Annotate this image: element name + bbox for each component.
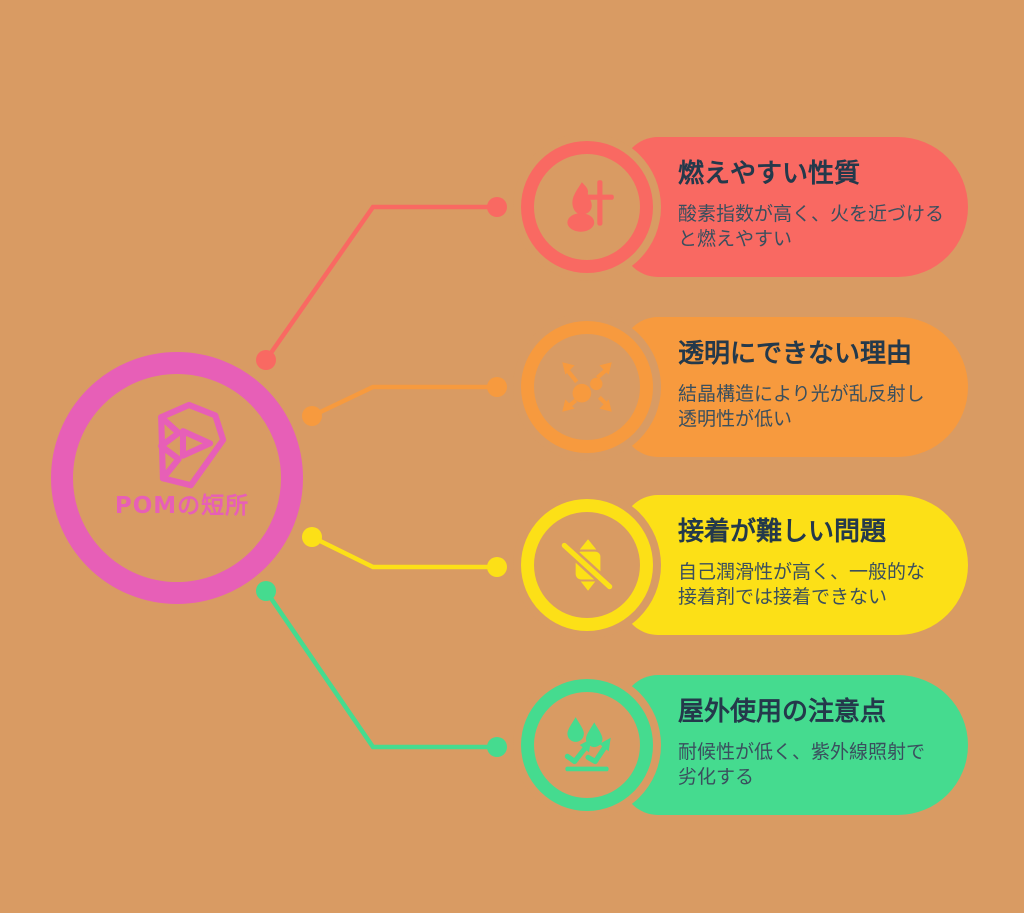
weather-drops-icon <box>564 717 611 772</box>
hub-label: POMの短所 <box>114 493 250 519</box>
card-opacity: 透明にできない理由 結晶構造により光が乱反射し透明性が低い <box>521 317 968 457</box>
card-outdoor-desc: 耐候性が低く、紫外線照射で劣化する <box>678 741 926 789</box>
card-outdoor-badge <box>521 679 653 811</box>
no-glue-icon <box>560 539 614 591</box>
card-adhesion-title: 接着が難しい問題 <box>678 517 887 547</box>
card-adhesion: 接着が難しい問題 自己潤滑性が高く、一般的な接着剤では接着できない <box>521 495 968 635</box>
gem-icon <box>135 398 231 494</box>
card-opacity-desc: 結晶構造により光が乱反射し透明性が低い <box>678 383 925 431</box>
card-opacity-badge <box>521 321 653 453</box>
card-flammable-desc: 酸素指数が高く、火を近づけると燃えやすい <box>678 203 945 251</box>
card-outdoor: 屋外使用の注意点 耐候性が低く、紫外線照射で劣化する <box>521 675 968 815</box>
card-outdoor-title: 屋外使用の注意点 <box>678 697 887 727</box>
card-opacity-title: 透明にできない理由 <box>678 339 913 369</box>
card-adhesion-desc: 自己潤滑性が高く、一般的な接着剤では接着できない <box>678 561 926 609</box>
light-scatter-icon <box>562 362 612 412</box>
card-flammable: 燃えやすい性質 酸素指数が高く、火を近づけると燃えやすい <box>521 137 968 277</box>
card-adhesion-badge <box>521 499 653 631</box>
card-flammable-title: 燃えやすい性質 <box>678 159 861 189</box>
fire-match-icon <box>567 180 614 232</box>
card-flammable-badge <box>521 141 653 273</box>
